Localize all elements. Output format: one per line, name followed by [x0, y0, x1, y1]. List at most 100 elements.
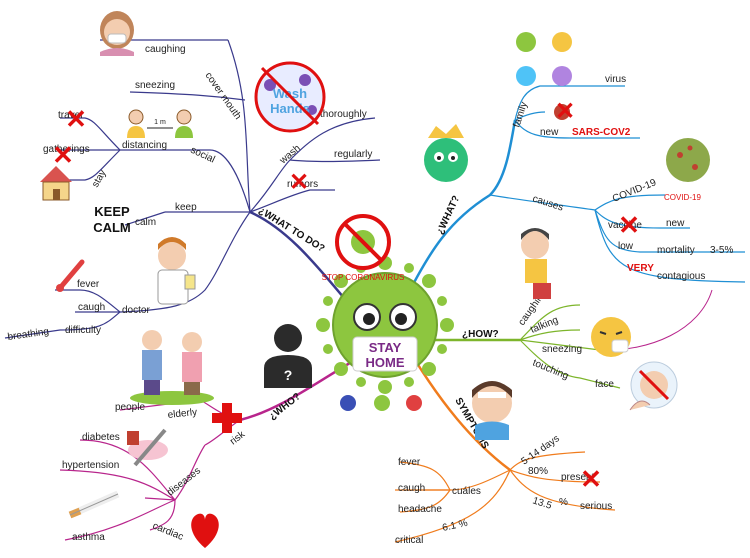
- x-mark-travel: ✕: [65, 104, 87, 134]
- label-travel: travel: [58, 110, 82, 121]
- label-mortality-value: 3-5%: [710, 245, 733, 256]
- branch-lines-how: [430, 304, 621, 389]
- label-coughing: caughing: [145, 44, 186, 55]
- question-person-icon: ?: [264, 324, 312, 388]
- keep-calm-sign: KEEP CALM: [93, 204, 131, 235]
- label-calm: calm: [135, 217, 156, 228]
- label-thoroughly: thoroughly: [320, 109, 367, 120]
- label-rumors: rumors: [287, 179, 318, 190]
- label-new: new: [540, 127, 559, 138]
- branch-lines-what: [403, 85, 746, 301]
- label-sneezing: sneezing: [135, 80, 175, 91]
- crowned-virus-icon: [424, 124, 468, 182]
- wash-hands-icon: Wash Hands: [254, 61, 326, 133]
- label-regularly: regularly: [334, 149, 372, 160]
- label-very: VERY: [627, 263, 654, 274]
- branch-lines-what-to-do: [4, 39, 381, 339]
- label-stay: stay: [90, 168, 109, 189]
- x-mark-sars: ✕: [555, 98, 575, 125]
- label-days: 5-14 days: [519, 433, 561, 467]
- cigarette-icon: [68, 490, 120, 519]
- label-headache: headache: [398, 504, 442, 515]
- label-serious-value: 13.5: [531, 495, 553, 512]
- distance-label: 1 m: [154, 119, 166, 126]
- label-critical-value: 6.1 %: [441, 518, 468, 534]
- elderly-couple-icon: [130, 330, 214, 405]
- sick-boy-icon: [472, 381, 512, 440]
- label-serious-pct: %: [559, 497, 568, 508]
- label-distancing: distancing: [122, 140, 167, 151]
- doctor-icon: [157, 237, 196, 305]
- label-critical: critical: [395, 535, 423, 546]
- center-virus: STAY HOME: [316, 256, 454, 394]
- branch-how: ¿HOW?: [462, 329, 499, 340]
- label-face: face: [595, 379, 614, 390]
- medical-cross-icon: [212, 403, 242, 433]
- label-breathing: breathing: [7, 326, 50, 343]
- label-virus: virus: [605, 74, 626, 85]
- label-present: present: [561, 472, 595, 483]
- label-sars-cov2: SARS-COV2: [572, 127, 631, 138]
- wash-sign-1: Wash: [273, 86, 307, 101]
- stay-home-mask: [352, 336, 418, 372]
- label-diabetes: diabetes: [82, 432, 120, 443]
- label-mortality: mortality: [657, 245, 695, 256]
- x-mark-gatherings: ✕: [52, 140, 74, 170]
- label-difficulty: difficulty: [65, 325, 101, 336]
- house-icon: [40, 166, 72, 201]
- label-how-sneezing: sneezing: [542, 344, 582, 355]
- label-causes: causes: [531, 193, 565, 213]
- label-elderly: elderly: [167, 407, 197, 421]
- center-line2: HOME: [366, 355, 405, 370]
- label-cardiac: cardiac: [151, 521, 185, 543]
- sars-virus-icon: [554, 104, 570, 120]
- label-fever-wtd: fever: [77, 279, 100, 290]
- family-virus-icons: [516, 32, 572, 86]
- masked-woman-icon: [100, 11, 134, 56]
- thermometer-icon: [56, 259, 85, 292]
- stop-coronavirus-sign: STOP CORONAVIRUS: [322, 214, 405, 282]
- label-people: people: [115, 402, 145, 413]
- label-asthma: asthma: [72, 532, 105, 543]
- label-touching: touching: [531, 358, 570, 382]
- no-touching-face-icon: [629, 361, 678, 411]
- coughing-boy-icon: [521, 228, 551, 299]
- sneezing-emoji-icon: [591, 317, 631, 357]
- covid19-virus-icon: [666, 138, 710, 182]
- branch-lines-symptoms: [394, 359, 616, 543]
- branch-lines-who: [59, 358, 356, 541]
- label-vaccine-new: new: [666, 218, 685, 229]
- label-serious: serious: [580, 501, 612, 512]
- center-line1: STAY: [369, 340, 402, 355]
- label-hypertension: hypertension: [62, 460, 119, 471]
- syringe-icon: [127, 428, 168, 467]
- label-vaccine: vaccine: [608, 220, 642, 231]
- keep-calm-line2: CALM: [93, 220, 131, 235]
- heart-icon: [191, 513, 219, 548]
- label-caugh-sym: caugh: [398, 483, 425, 494]
- stop-coronavirus-label: STOP CORONAVIRUS: [322, 273, 405, 282]
- x-mark-vaccine: ✕: [618, 210, 640, 240]
- label-wash: wash: [277, 143, 303, 167]
- keep-calm-line1: KEEP: [94, 204, 130, 219]
- x-mark-rumors: ✕: [289, 169, 309, 196]
- label-covid19-red: COVID-19: [664, 193, 701, 202]
- label-fever-sym: fever: [398, 457, 421, 468]
- label-keep: keep: [175, 202, 197, 213]
- x-mark-present: ✕: [580, 464, 602, 494]
- branch-what-to-do: ¿WHAT TO DO?: [256, 205, 326, 254]
- label-social: social: [189, 145, 217, 166]
- label-cuales: cuáles: [452, 486, 481, 497]
- label-diseases: diseases: [165, 465, 203, 498]
- label-low: low: [618, 241, 634, 252]
- label-doctor: doctor: [122, 305, 150, 316]
- label-caugh-wtd: caugh: [78, 302, 105, 313]
- distancing-people-icon: 1 m: [127, 109, 193, 138]
- label-80pct: 80%: [528, 466, 548, 477]
- label-gatherings: gatherings: [43, 144, 90, 155]
- small-viruses: [340, 395, 422, 411]
- label-covid19: COVID-19: [611, 177, 658, 205]
- svg-text:?: ?: [284, 367, 293, 383]
